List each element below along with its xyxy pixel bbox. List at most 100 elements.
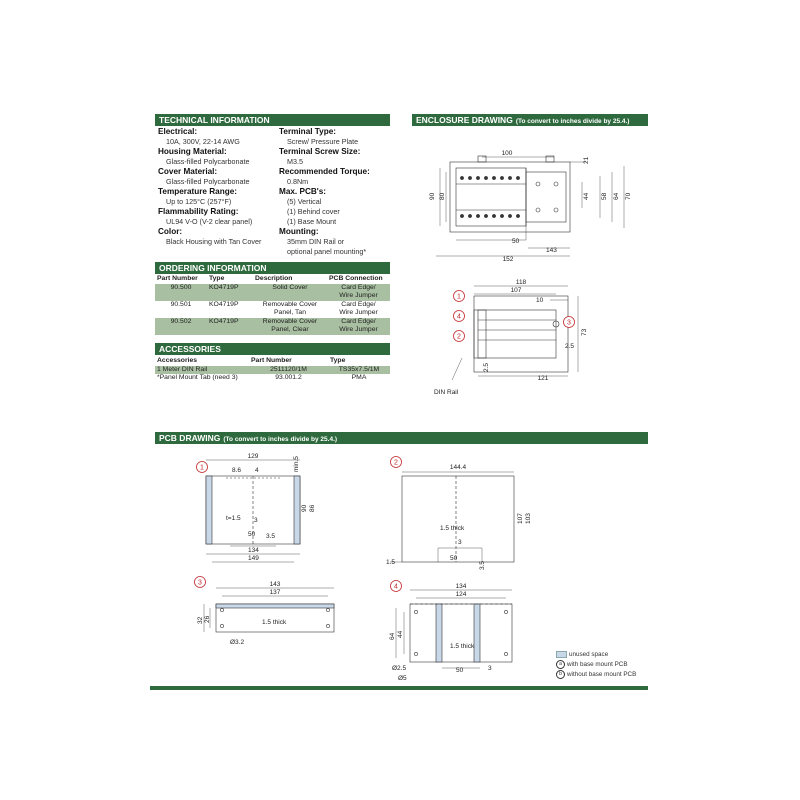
dim-64: 64 [613,192,620,200]
tech_left-value: Up to 125°C (257°F) [166,197,232,206]
legend-mark-b: b [556,670,565,680]
dim-b103: 103 [525,513,532,524]
callout-3: 3 [567,320,571,327]
dim-8-6: 8.6 [232,467,241,474]
col-acc-type: Type [330,357,346,364]
dim-dia-5: Ø5 [398,675,407,682]
bottom-rule [150,686,648,690]
dim-107: 107 [511,287,522,294]
dim-21: 21 [583,156,590,164]
dim-144-4: 144.4 [450,464,467,471]
tech_left-label: Housing Material: [158,147,227,156]
tech_right-value: (1) Base Mount [287,217,337,226]
table-row: 90.500 KO4719P Solid Cover Card Edge/Wir… [155,283,390,301]
label-1-5-thick: 1.5 thick [262,619,287,626]
tech_right-label: Terminal Type: [279,127,337,136]
din-rail-label: DIN Rail [434,389,459,396]
dim-149: 149 [248,555,259,562]
pcb-connection: Card Edge/Wire Jumper [327,317,390,335]
accessories-table: Accessories Part Number Type 1 Meter DIN… [155,357,390,383]
dim-73: 73 [581,328,588,336]
accessory-part: 93.001.2 [275,374,302,381]
accessory-name: *Panel Mount Tab (need 3) [157,374,238,381]
tech_left-label: Cover Material: [158,167,218,176]
accessory-type: TS35x7.5/1M [328,365,390,374]
accessories-title: ACCESSORIES [159,344,221,354]
legend-unused-space: unused space [556,650,651,660]
type: KO4719P [209,300,239,308]
part-number: 90.501 [170,300,192,308]
col-pcb-connection: PCB Connection [329,275,383,282]
dim-124: 124 [456,591,467,598]
tech_right-value: 35mm DIN Rail or [287,237,345,246]
dim-3: 3 [458,539,462,546]
ordering-header: ORDERING INFORMATION [155,262,390,274]
pcb3-callout: 3 [198,580,202,587]
dim-90: 90 [429,192,436,200]
label-1-5-thick: 1.5 thick [450,643,475,650]
description: Solid Cover [253,283,327,301]
tech_right-label: Max. PCB's: [279,187,326,196]
callout-group [453,290,575,342]
col-description: Description [255,275,293,282]
accessory-type: PMA [351,374,367,381]
dim-44: 44 [397,630,404,638]
dim-10: 10 [536,297,544,304]
dim-143: 143 [546,247,557,254]
tech_right-value: optional panel mounting* [287,247,367,256]
dim-50: 50 [450,555,458,562]
ordering-header-row: Part Number Type Description PCB Connect… [155,275,390,284]
tech_left-value: Glass-filled Polycarbonate [166,177,250,186]
tech_left-value: Black Housing with Tan Cover [166,237,262,246]
accessory-part: 2511120/1M [249,365,328,374]
tech_left-label: Color: [158,227,183,236]
technical-title: TECHNICAL INFORMATION [159,115,270,125]
callout-4: 4 [457,314,461,321]
tech_left-value: Glass-filled Polycarbonate [166,157,250,166]
ordering-table: Part Number Type Description PCB Connect… [155,275,390,335]
pcb4-callout: 4 [394,584,398,591]
tech_right-value: M3.5 [287,157,303,166]
tech_left-value: UL94 V-O (V-2 clear panel) [166,217,253,226]
pcb-drawing-2: 2 144.4 1.5 thick 3 50 3.5 1.5 107 103 [386,456,532,570]
dim-3: 3 [254,517,258,524]
dim-143: 143 [270,581,281,588]
dim-50: 50 [456,667,464,674]
unused-space-swatch [556,650,567,658]
dim-118: 118 [516,279,527,286]
part-number: 90.500 [155,283,207,301]
enclosure-title: ENCLOSURE DRAWING [416,115,513,125]
ordering-title: ORDERING INFORMATION [159,263,267,273]
dim-152: 152 [503,256,514,263]
part-number: 90.502 [155,317,207,335]
accessory-name: 1 Meter DIN Rail [155,365,249,374]
table-row: 1 Meter DIN Rail 2511120/1M TS35x7.5/1M [155,365,390,374]
pcb1-callout: 1 [200,465,204,472]
dim-a107: 107 [517,513,524,524]
dim-44: 44 [583,192,590,200]
dim-134: 134 [456,583,467,590]
pcb-drawing-3: 3 143 137 1.5 thick 32 26 Ø3.2 [194,576,335,646]
dim-dia-2-5: Ø2.5 [392,665,406,672]
dim-3: 3 [488,665,492,672]
pcb-title: PCB DRAWING [159,433,221,443]
pcb-connection: Card Edge/Wire Jumper [339,300,378,317]
callout-1: 1 [457,294,461,301]
dim-3-5: 3.5 [479,561,486,570]
dim-3-5: 3.5 [266,533,275,540]
dim-80: 80 [439,192,446,200]
pcb-connection: Card Edge/Wire Jumper [327,283,390,301]
col-type: Type [209,275,225,282]
dim-a90: 90 [301,504,308,512]
table-row: *Panel Mount Tab (need 3) 93.001.2 PMA [155,374,390,383]
label-1-5-thick: 1.5 thick [440,525,465,532]
col-accessories: Accessories [157,357,198,364]
